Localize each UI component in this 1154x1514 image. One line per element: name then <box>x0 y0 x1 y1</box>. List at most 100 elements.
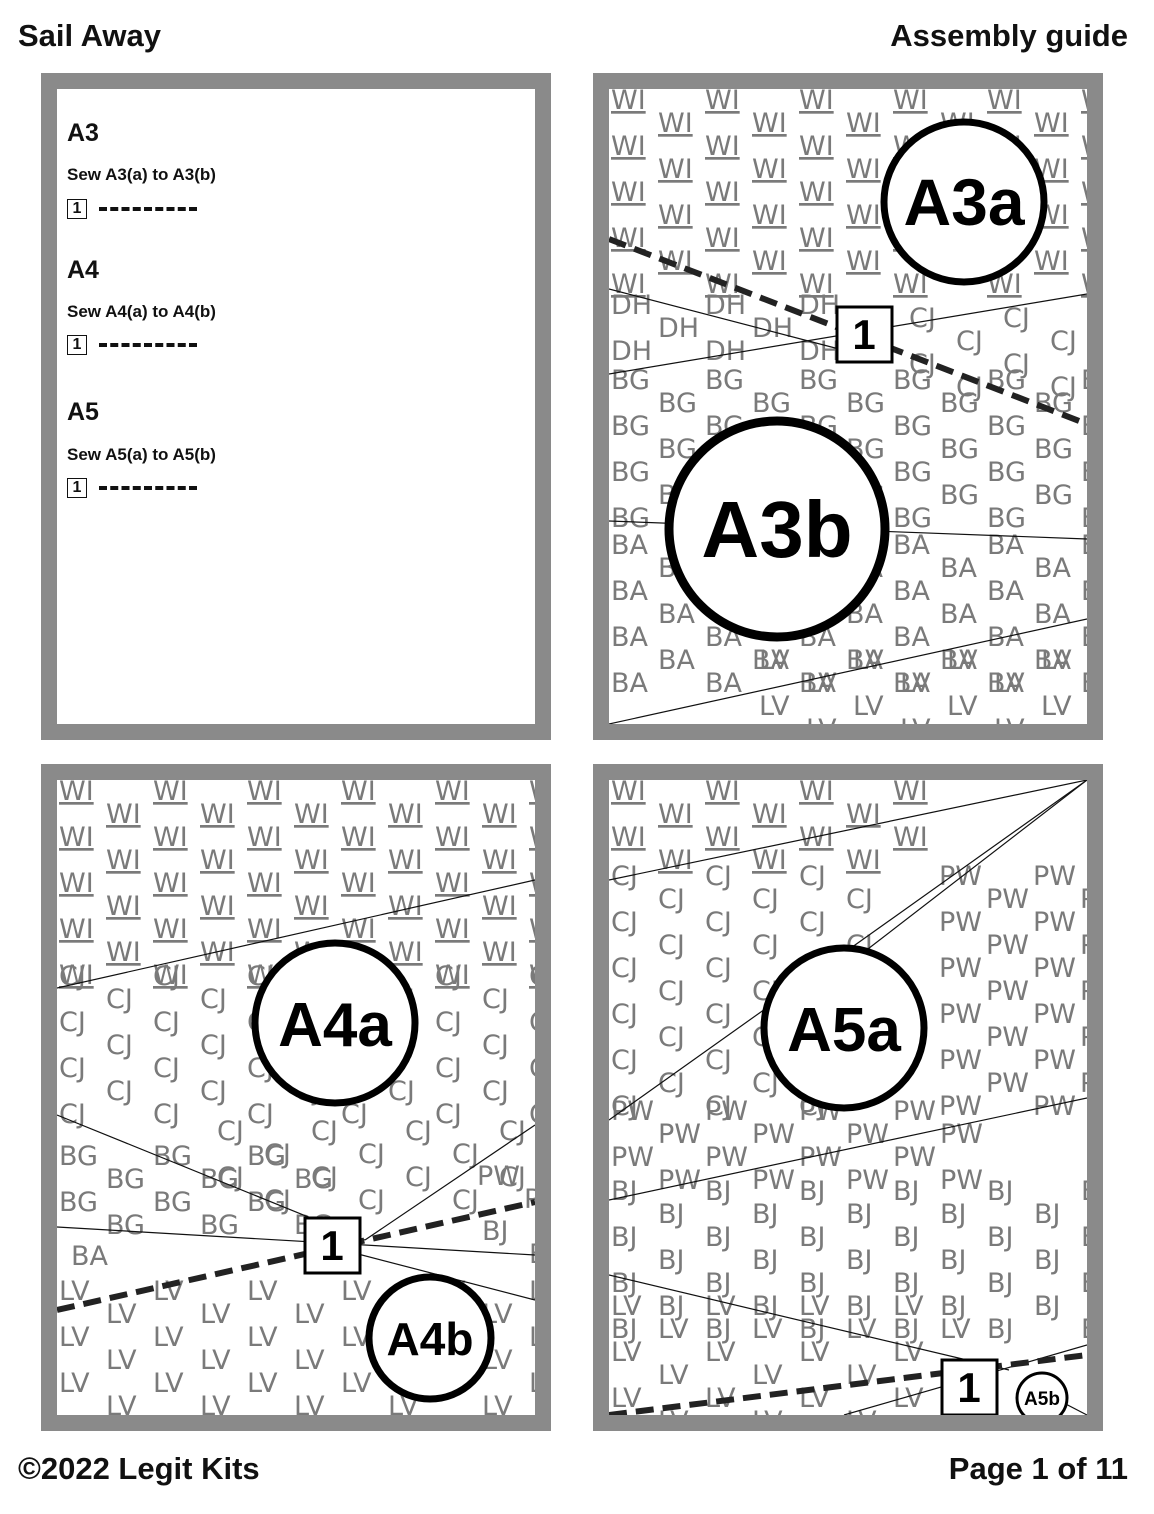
a4-fabric-code: CJ <box>358 1185 385 1216</box>
a3-fabric-code: WI <box>799 177 834 208</box>
a4-fabric-code: CJ <box>200 984 227 1015</box>
a3-fabric-code: BA <box>987 576 1025 607</box>
a5-fabric-code: BJ <box>799 1268 826 1299</box>
a4-fabric-code: LV <box>153 1368 184 1399</box>
seam-legend-a5: 1 <box>67 478 197 498</box>
piece-label-a5b: A5b <box>1024 1389 1060 1410</box>
a4-fabric-code: LV <box>247 1322 278 1353</box>
a4-fabric-code: BG <box>106 1210 145 1241</box>
a5-fabric-code: CJ <box>705 999 732 1030</box>
a5-fabric-code: WI <box>611 780 646 807</box>
a5-fabric-code: PW <box>893 1142 936 1173</box>
seam-step-box-a5 <box>940 1358 999 1415</box>
step-title-a3: A3 <box>67 119 99 147</box>
a3-fabric-code: BA <box>799 668 837 699</box>
a3-fabric-code: BA <box>611 622 649 653</box>
a5-fabric-code: PW <box>1080 976 1087 1007</box>
a5-fabric-code: WI <box>611 822 646 853</box>
a4-fabric-code: WI <box>200 799 235 830</box>
a5-fabric-code: BJ <box>893 1268 920 1299</box>
a5-fabric-code: PW <box>752 1119 795 1150</box>
a5-fabric-code: BJ <box>611 1268 638 1299</box>
a5-fabric-code: PW <box>940 1165 983 1196</box>
a4-fabric-code: CJ <box>405 1116 432 1147</box>
seam-step-number-a5: 1 <box>957 1364 980 1411</box>
a3-fabric-code: WI <box>1081 89 1087 116</box>
a3-fabric-code: LV <box>806 668 837 699</box>
a4-fabric-code: LV <box>529 1368 535 1399</box>
a5-fabric-code: LV <box>846 1314 877 1345</box>
a5-fabric-code: CJ <box>611 907 638 938</box>
a3-fabric-code: BA <box>987 530 1025 561</box>
a5-fabric-code: PW <box>939 1091 982 1122</box>
a5-fabric-code: BJ <box>611 1314 638 1345</box>
step-number-box: 1 <box>67 478 87 498</box>
a4-fabric-code: BG <box>59 1187 98 1218</box>
a5-fabric-code: CJ <box>752 930 779 961</box>
a4-fabric-code: WI <box>106 845 141 876</box>
a4-fabric-code: CJ <box>106 984 133 1015</box>
a5-fabric-code: BJ <box>846 1291 873 1322</box>
a4-fabric-code: CJ <box>405 1162 432 1193</box>
piece-marker-a3b <box>664 416 890 642</box>
a4-fabric-code: WI <box>247 868 282 899</box>
a5-fabric-code: WI <box>893 780 928 807</box>
a5-fabric-code: LV <box>658 1360 689 1391</box>
a5-fabric-code: PW <box>939 999 982 1030</box>
a5-fabric-code: CJ <box>658 976 685 1007</box>
seam-step-box-a4 <box>303 1216 362 1275</box>
a4-fabric-code: WI <box>106 799 141 830</box>
a5-fabric-code: BJ <box>752 1199 779 1230</box>
a4-fabric-code: WI <box>106 891 141 922</box>
a4-fabric-code: BA <box>71 1241 109 1272</box>
a4-fabric-code: WI <box>59 868 94 899</box>
a5-fabric-code: BJ <box>893 1314 920 1345</box>
a5-fabric-code: BJ <box>1034 1199 1061 1230</box>
a4-fabric-code: WI <box>482 891 517 922</box>
a4-fabric-code: BJ <box>482 1216 509 1247</box>
a4-fabric-code: BG <box>200 1164 239 1195</box>
a4-fabric-code: WI <box>59 822 94 853</box>
a3-fabric-code: WI <box>705 223 740 254</box>
seam-legend-a3: 1 <box>67 199 197 219</box>
seam-line-a4 <box>57 1199 535 1313</box>
a4-fabric-code: WI <box>106 937 141 968</box>
a5-fabric-code: BJ <box>658 1291 685 1322</box>
a4-fabric-code: LV <box>529 1276 535 1307</box>
a3-fabric-code: LV <box>853 691 884 722</box>
a5-fabric-code: BJ <box>1034 1291 1061 1322</box>
a3-fabric-code: BG <box>1081 503 1087 534</box>
a5-fabric-code: LV <box>893 1337 924 1368</box>
a3-fabric-code: WI <box>1081 269 1087 300</box>
a4-fabric-code: CJ <box>311 1162 338 1193</box>
a5-fabric-code: LV <box>658 1406 689 1415</box>
a4-fabric-code: CJ <box>153 1099 180 1130</box>
piece-label-a4b: A4b <box>387 1313 474 1365</box>
a3-fabric-code: BA <box>611 576 649 607</box>
a4-fabric-code: LV <box>106 1345 137 1376</box>
a4-fabric-code: CJ <box>247 1099 274 1130</box>
a3-fabric-code: WI <box>1081 131 1087 162</box>
a4-fabric-code: CJ <box>153 1007 180 1038</box>
a3-fabric-code: BG <box>705 365 744 396</box>
a3-fabric-code: BG <box>1034 480 1073 511</box>
a3-fabric-code: BG <box>987 503 1026 534</box>
a5-fabric-code: WI <box>705 822 740 853</box>
a5-fabric-code: BJ <box>658 1199 685 1230</box>
a5-fabric-code: CJ <box>705 1045 732 1076</box>
a4-fabric-code: CJ <box>59 961 86 992</box>
a5-fabric-code: BJ <box>940 1199 967 1230</box>
a4-fabric-code: WI <box>388 845 423 876</box>
piece-label-a3b: A3b <box>701 485 852 574</box>
a3-fabric-code: LV <box>900 714 931 724</box>
a4-fabric-code: WI <box>59 914 94 945</box>
a4-fabric-code: LV <box>294 1299 325 1330</box>
a3-fabric-code: BA <box>893 530 931 561</box>
a4-fabric-code: BG <box>153 1187 192 1218</box>
a4-fabric-code: BG <box>106 1164 145 1195</box>
a5-fabric-code: BJ <box>658 1245 685 1276</box>
a3-fabric-code: LV <box>1041 645 1072 676</box>
a3-fabric-code: WI <box>705 89 740 116</box>
a5-fabric-code: WI <box>658 799 693 830</box>
